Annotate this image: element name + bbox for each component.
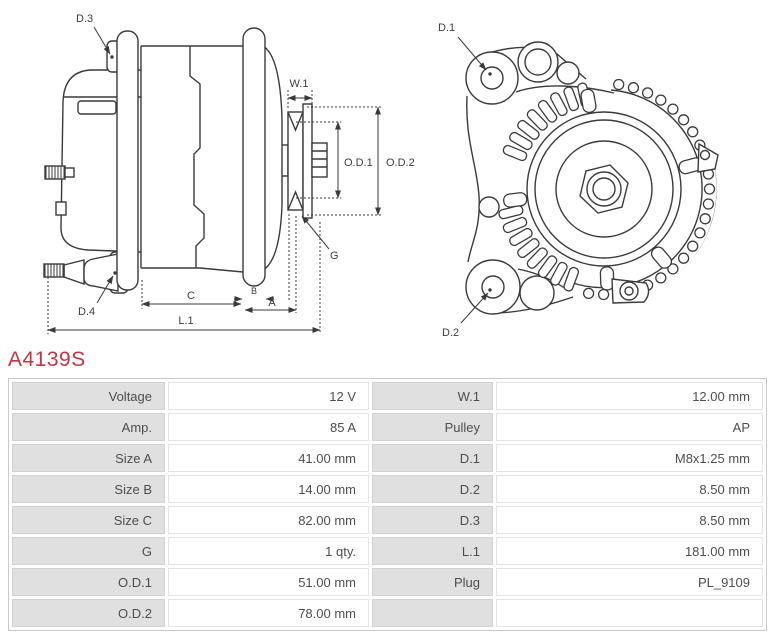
dim-label-a: A [268, 297, 276, 309]
spec-value [496, 599, 763, 627]
mounting-bracket-front [242, 27, 266, 287]
spec-label: Size B [12, 475, 165, 503]
spec-label: L.1 [372, 537, 493, 565]
spec-value: 14.00 mm [168, 475, 369, 503]
spec-value: 8.50 mm [496, 475, 763, 503]
spec-label: W.1 [372, 382, 493, 410]
spec-value: 12 V [168, 382, 369, 410]
spec-value: M8x1.25 mm [496, 444, 763, 472]
spec-label: Amp. [12, 413, 165, 441]
spec-label: Size C [12, 506, 165, 534]
housing-seam [189, 46, 205, 268]
spec-value: 41.00 mm [168, 444, 369, 472]
mounting-bracket-rear [116, 30, 139, 291]
spec-value: 181.00 mm [496, 537, 763, 565]
dim-label-c: C [187, 290, 195, 302]
fan-spokes [503, 88, 703, 291]
dim-label-d2: D.2 [442, 327, 459, 339]
spec-value: 82.00 mm [168, 506, 369, 534]
spec-label [372, 599, 493, 627]
dim-label-b: B [251, 286, 257, 296]
mounting-lug-bottom [83, 253, 119, 292]
spec-label: Pulley [372, 413, 493, 441]
spec-value: 8.50 mm [496, 506, 763, 534]
spec-label: O.D.2 [12, 599, 165, 627]
technical-drawing: D.3 D.4 W.1 O.D.1 O.D.2 G C [43, 13, 719, 339]
mounting-hole-d2 [481, 275, 505, 299]
part-number: A4139S [8, 348, 86, 371]
dim-label-d3: D.3 [76, 13, 93, 25]
dim-label-od1: O.D.1 [344, 157, 373, 169]
front-view: D.1 D.2 [438, 22, 719, 339]
spec-label: G [12, 537, 165, 565]
spec-label: Voltage [12, 382, 165, 410]
spec-value: 51.00 mm [168, 568, 369, 596]
spec-value: 85 A [168, 413, 369, 441]
spec-label: D.3 [372, 506, 493, 534]
spec-label: Size A [12, 444, 165, 472]
housing-notch [55, 201, 67, 216]
spec-label: Plug [372, 568, 493, 596]
dim-label-g: G [330, 250, 339, 262]
dim-label-w1: W.1 [290, 78, 309, 90]
housing-slot [77, 100, 117, 115]
dim-label-od2: O.D.2 [386, 157, 415, 169]
dim-label-l1: L.1 [178, 315, 193, 327]
spec-value: 1 qty. [168, 537, 369, 565]
spec-value: AP [496, 413, 763, 441]
spec-label: O.D.1 [12, 568, 165, 596]
spec-value: 78.00 mm [168, 599, 369, 627]
spec-value: 12.00 mm [496, 382, 763, 410]
side-view: D.3 D.4 W.1 O.D.1 O.D.2 G C [43, 13, 415, 334]
spec-label: D.1 [372, 444, 493, 472]
spec-label: D.2 [372, 475, 493, 503]
pulley [287, 103, 328, 219]
dim-label-d1: D.1 [438, 22, 455, 34]
mounting-hole-d1 [480, 66, 504, 90]
spec-value: PL_9109 [496, 568, 763, 596]
vent-slots [498, 82, 591, 292]
dim-label-d4: D.4 [78, 306, 95, 318]
